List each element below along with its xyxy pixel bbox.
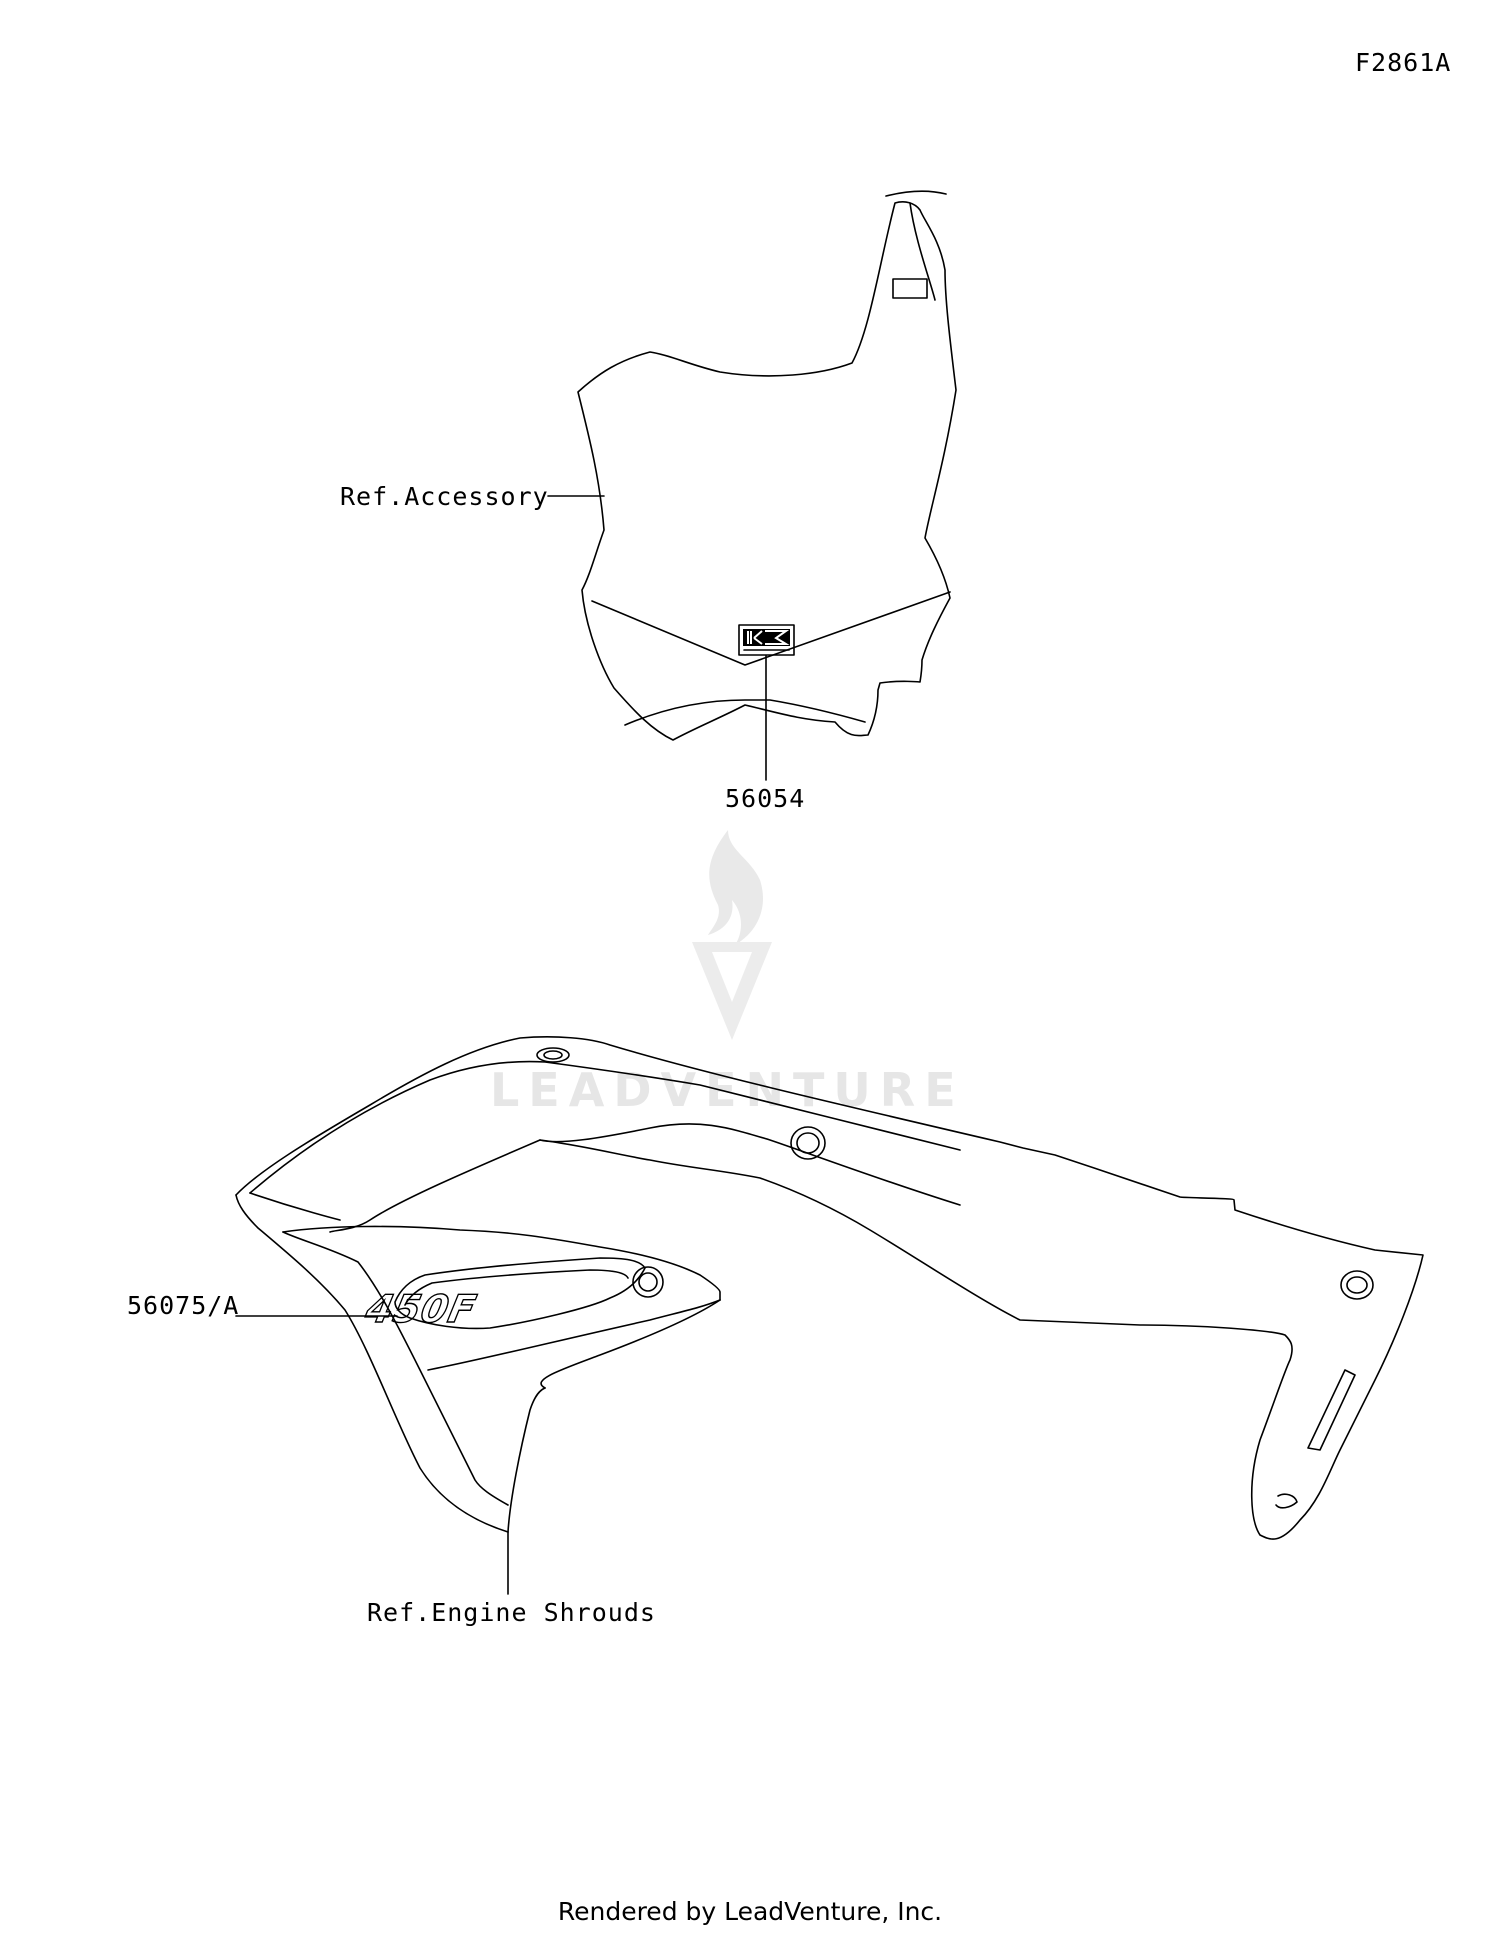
figure-id: F2861A bbox=[1355, 48, 1452, 77]
number-plate bbox=[547, 190, 957, 781]
callout-part-56054[interactable]: 56054 bbox=[725, 784, 806, 813]
footer-credit: Rendered by LeadVenture, Inc. bbox=[557, 1897, 943, 1926]
callout-ref-accessory[interactable]: Ref.Accessory bbox=[340, 482, 549, 511]
radiator-shroud: 450F bbox=[235, 1036, 1424, 1595]
kawasaki-decal bbox=[738, 624, 795, 656]
450f-text: 450F bbox=[361, 1287, 481, 1332]
callout-part-56075[interactable]: 56075/A bbox=[127, 1291, 240, 1320]
450f-decal: 450F bbox=[360, 1257, 646, 1333]
flame-icon bbox=[708, 830, 763, 945]
v-mark-icon bbox=[692, 942, 772, 1040]
grommet-holes bbox=[536, 1047, 1374, 1300]
callout-ref-engine-shrouds[interactable]: Ref.Engine Shrouds bbox=[367, 1598, 656, 1627]
